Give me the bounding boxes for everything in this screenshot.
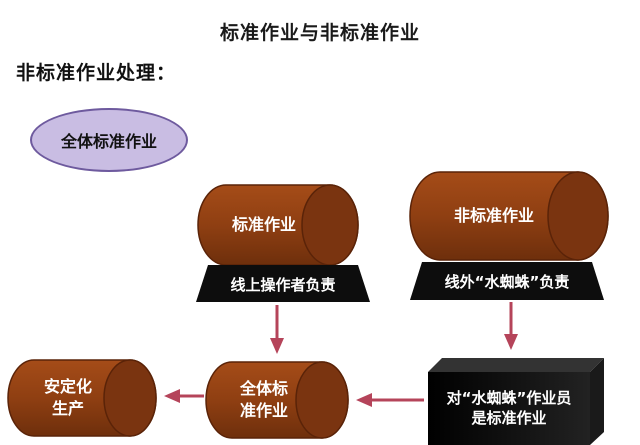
section-subtitle: 非标准作业处理： <box>16 62 177 84</box>
line-operator-label: 线上操作者负责 <box>230 275 336 294</box>
cylinder-stable-production <box>7 359 157 437</box>
offline-spider-label: 线外“水蜘蛛”负责 <box>444 273 570 291</box>
spider-box-line2: 是标准作业 <box>471 409 547 427</box>
arrow-nonstandard-to-box <box>504 302 518 350</box>
arrow-box-to-all <box>356 393 424 407</box>
arrow-standard-to-all <box>270 305 284 354</box>
cylinder-all-standard <box>205 361 349 439</box>
spider-box-text: 对“水蜘蛛”作业员 是标准作业 <box>428 376 590 440</box>
base-offline-spider <box>410 262 604 300</box>
page-title: 标准作业与非标准作业 <box>219 22 420 44</box>
spider-box-line1: 对“水蜘蛛”作业员 <box>446 389 572 407</box>
cylinder-standard-work <box>197 184 359 266</box>
arrow-all-to-stable <box>164 389 204 403</box>
all-standard-oval: 全体标准作业 <box>30 108 188 172</box>
spider-standard-box <box>428 358 604 445</box>
cylinder-non-standard-work <box>409 171 609 261</box>
base-line-operator <box>196 265 370 302</box>
all-standard-oval-label: 全体标准作业 <box>60 132 157 151</box>
